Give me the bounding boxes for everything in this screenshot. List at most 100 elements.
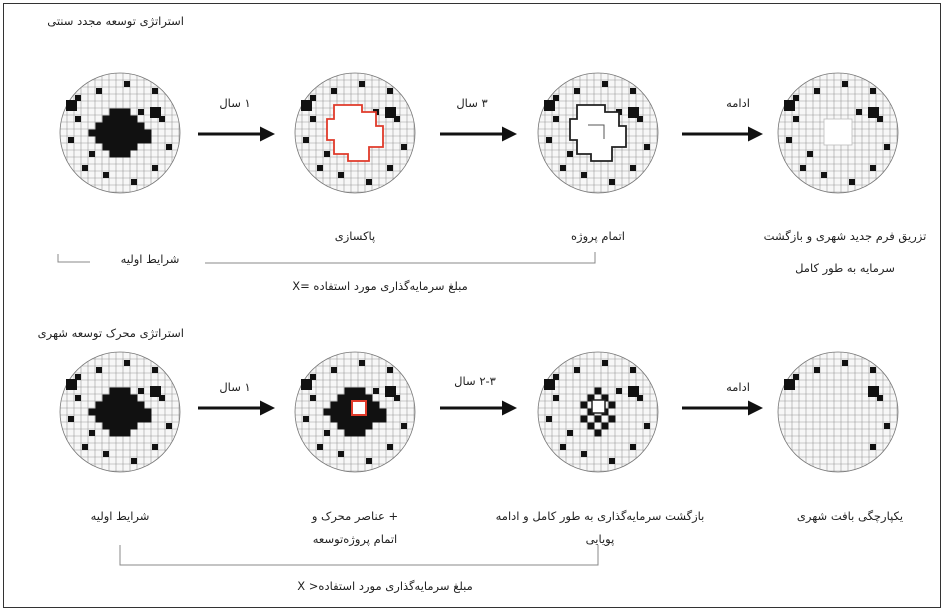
dense-block: [116, 394, 124, 402]
dense-block: [116, 143, 124, 151]
building-block: [166, 144, 172, 150]
building-block: [814, 88, 820, 94]
dense-block: [137, 401, 145, 409]
dense-block: [109, 129, 117, 137]
catalyst-element: [351, 400, 367, 416]
large-building: [150, 386, 161, 397]
dense-block: [144, 415, 152, 423]
top-caption-stage-4-line-1: تزریق فرم جدید شهری و بازگشت: [763, 229, 927, 243]
building-block: [159, 116, 165, 122]
cleared-area-outline: [326, 104, 384, 162]
dense-block: [116, 415, 124, 423]
large-building: [301, 379, 312, 390]
building-block: [387, 444, 393, 450]
building-block: [546, 416, 552, 422]
top-title: استراتژی توسعه مجدد سنتی: [47, 14, 184, 28]
dense-block: [580, 401, 588, 409]
dense-block: [587, 422, 595, 430]
top-caption-stage-2: پاکسازی: [334, 229, 376, 243]
top-map-cleared: [294, 72, 416, 194]
large-building: [385, 386, 396, 397]
building-block: [75, 95, 81, 101]
building-block: [616, 388, 622, 394]
building-block: [310, 95, 316, 101]
building-block: [870, 88, 876, 94]
building-block: [644, 423, 650, 429]
dense-block: [109, 422, 117, 430]
building-block: [630, 165, 636, 171]
building-block: [103, 172, 109, 178]
dense-block: [95, 408, 103, 416]
building-block: [152, 444, 158, 450]
building-block: [373, 388, 379, 394]
dense-block: [130, 136, 138, 144]
building-block: [877, 395, 883, 401]
top-arrow-label-3: ادامه: [726, 96, 750, 110]
dense-block: [587, 394, 595, 402]
dense-block: [379, 415, 387, 423]
building-block: [317, 165, 323, 171]
building-block: [870, 367, 876, 373]
dense-block: [130, 129, 138, 137]
map-circle-border: [294, 72, 416, 194]
building-block: [89, 151, 95, 157]
building-block: [644, 144, 650, 150]
building-block: [870, 165, 876, 171]
dense-block: [123, 408, 131, 416]
dense-block: [365, 415, 373, 423]
building-block: [553, 116, 559, 122]
dense-block: [95, 122, 103, 130]
dense-block: [344, 422, 352, 430]
dense-block: [130, 408, 138, 416]
dense-block: [109, 136, 117, 144]
map-circle-border: [537, 351, 659, 473]
building-block: [324, 151, 330, 157]
dense-block: [116, 115, 124, 123]
new-urban-form: [823, 118, 853, 146]
dense-block: [109, 108, 117, 116]
dense-block: [337, 422, 345, 430]
dense-block: [594, 387, 602, 395]
dense-block: [88, 408, 96, 416]
bottom-map-initial: [59, 351, 181, 473]
dense-block: [351, 429, 359, 437]
dense-block: [351, 394, 359, 402]
building-block: [637, 116, 643, 122]
dense-block: [601, 422, 609, 430]
building-block: [821, 172, 827, 178]
building-block: [138, 388, 144, 394]
bottom-caption-stage-3-line-2: پویایی: [585, 532, 615, 546]
large-building: [66, 379, 77, 390]
map-circle-border: [537, 72, 659, 194]
dense-block: [116, 122, 124, 130]
building-block: [324, 430, 330, 436]
dense-block: [372, 408, 380, 416]
dense-block: [137, 129, 145, 137]
building-block: [870, 444, 876, 450]
building-block: [152, 165, 158, 171]
building-block: [842, 360, 848, 366]
dense-block: [123, 136, 131, 144]
building-block: [567, 151, 573, 157]
dense-block: [123, 143, 131, 151]
bottom-map-catalyst: [294, 351, 416, 473]
building-block: [338, 451, 344, 457]
large-building: [868, 107, 879, 118]
dense-block: [109, 150, 117, 158]
dense-block: [344, 401, 352, 409]
building-block: [131, 179, 137, 185]
building-block: [401, 423, 407, 429]
dense-block: [365, 422, 373, 430]
building-block: [159, 395, 165, 401]
dense-block: [102, 143, 110, 151]
dense-block: [130, 415, 138, 423]
building-block: [96, 88, 102, 94]
building-block: [96, 367, 102, 373]
dense-block: [351, 387, 359, 395]
dense-block: [137, 408, 145, 416]
top-investment-label: مبلغ سرمایه‌گذاری مورد استفاده =X: [292, 279, 468, 293]
dense-block: [137, 136, 145, 144]
building-block: [82, 444, 88, 450]
dense-block: [102, 415, 110, 423]
